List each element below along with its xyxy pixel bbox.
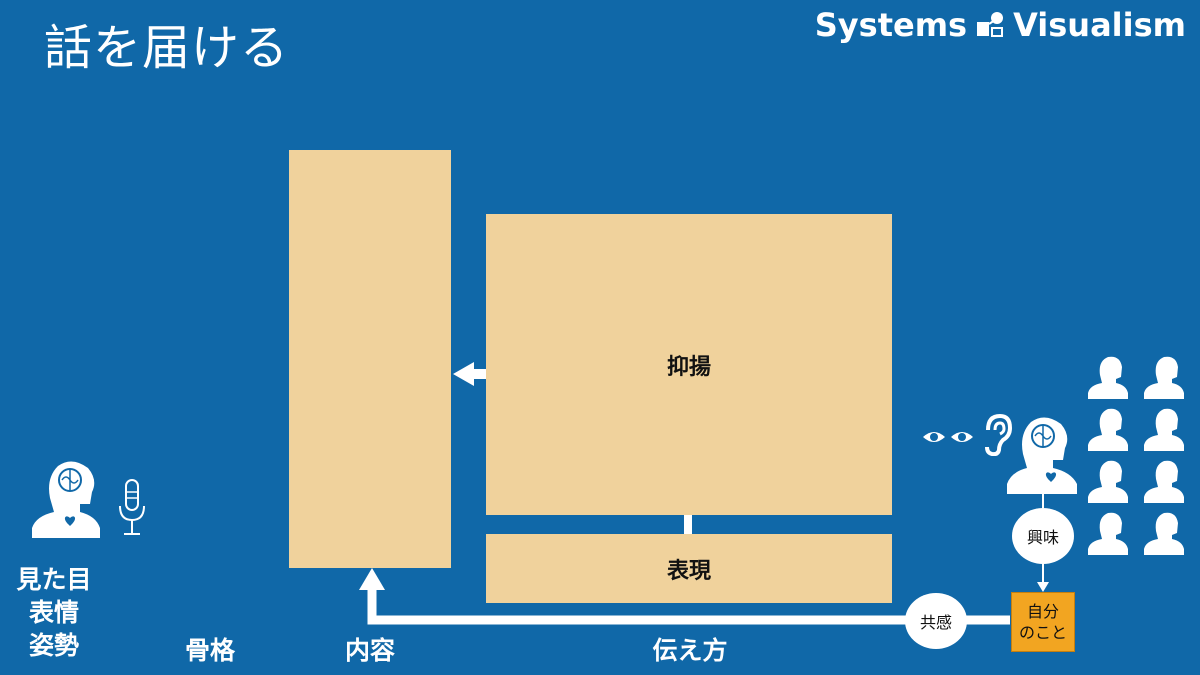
self-box-line1: 自分 bbox=[1026, 602, 1059, 621]
interest-arrowhead bbox=[1037, 582, 1049, 592]
speaker-head-icon bbox=[32, 461, 100, 538]
eye-icon bbox=[923, 432, 945, 442]
brand-name-part2: Visualism bbox=[1013, 6, 1186, 44]
interest-circle: 興味 bbox=[1012, 508, 1074, 564]
delivery-label: 伝え方 bbox=[652, 636, 728, 665]
self-box-line2: のこと bbox=[1018, 623, 1067, 642]
audience-person-icon bbox=[1088, 512, 1128, 555]
audience-person-icon bbox=[1144, 512, 1184, 555]
arrow-to-left-box bbox=[453, 362, 474, 386]
empathy-circle: 共感 bbox=[905, 593, 967, 649]
content-label: 内容 bbox=[344, 636, 395, 665]
listener-head-icon bbox=[1007, 417, 1077, 494]
audience-group bbox=[1088, 356, 1184, 555]
feedback-line bbox=[367, 586, 1010, 625]
expression-box: 表現 bbox=[486, 534, 892, 603]
arrow-stem bbox=[472, 369, 486, 379]
brand-name-part1: Systems bbox=[814, 6, 968, 44]
expression-label: 表現 bbox=[666, 558, 711, 584]
interest-label: 興味 bbox=[1026, 528, 1059, 547]
brand-logo-icon bbox=[977, 12, 1004, 37]
page-title: 話を届ける bbox=[44, 20, 290, 76]
audience-person-icon bbox=[1144, 356, 1184, 399]
eye-icon bbox=[951, 432, 973, 442]
eyes-icon bbox=[923, 432, 973, 442]
content-box bbox=[289, 150, 451, 568]
attribute-appearance: 見た目 bbox=[16, 565, 92, 594]
brand: Systems Visualism bbox=[815, 6, 1186, 44]
audience-person-icon bbox=[1088, 356, 1128, 399]
feedback-arrowhead bbox=[359, 568, 385, 590]
attribute-posture: 姿勢 bbox=[28, 631, 79, 660]
box-connector bbox=[684, 515, 692, 534]
audience-person-icon bbox=[1144, 408, 1184, 451]
audience-person-icon bbox=[1088, 408, 1128, 451]
speaker-attributes: 見た目 表情 姿勢 bbox=[14, 563, 94, 662]
audience-person-icon bbox=[1088, 460, 1128, 503]
skeleton-label: 骨格 bbox=[184, 636, 235, 665]
attribute-expression: 表情 bbox=[28, 598, 79, 627]
audience-person-icon bbox=[1144, 460, 1184, 503]
empathy-label: 共感 bbox=[919, 613, 952, 632]
self-box: 自分 のこと bbox=[1011, 592, 1075, 652]
intonation-box: 抑揚 bbox=[486, 214, 892, 515]
microphone-icon bbox=[119, 479, 145, 535]
ear-icon bbox=[985, 414, 1012, 456]
intonation-label: 抑揚 bbox=[666, 354, 711, 380]
